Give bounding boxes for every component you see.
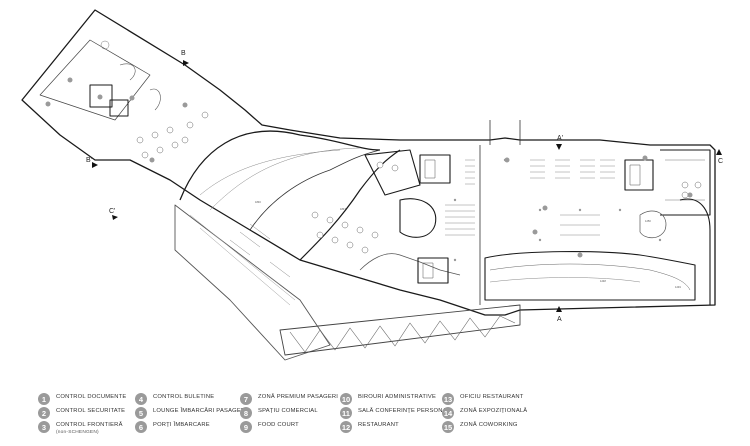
legend-label: CONTROL BULETINE — [153, 394, 215, 400]
legend-number-badge: 1 — [38, 393, 50, 405]
legend-item: 5 LOUNGE ÎMBARCĂRI PASAGERI — [135, 407, 248, 419]
legend-label: ZONĂ EXPOZIȚIONALĂ — [460, 408, 528, 414]
legend-label: CONTROL FRONTIERĂ — [56, 422, 123, 428]
legend-item: 8 SPAȚIU COMERCIAL — [240, 407, 318, 419]
legend-number-badge: 13 — [442, 393, 454, 405]
section-mark-c-left: C' — [109, 208, 115, 215]
legend-number-badge: 6 — [135, 421, 147, 433]
legend-label: CONTROL DOCUMENTE — [56, 394, 127, 400]
legend-label: OFICIU RESTAURANT — [460, 394, 524, 400]
legend-label: SPAȚIU COMERCIAL — [258, 408, 318, 414]
floor-plan: 1846 1847 1248 1249 1250 B B' A' A C C' — [21, 9, 723, 361]
legend-number-badge: 8 — [240, 407, 252, 419]
legend-item: 7 ZONĂ PREMIUM PASAGERI — [240, 393, 339, 405]
pedestrian-bridge — [279, 304, 521, 356]
legend-item: 9 FOOD COURT — [240, 421, 299, 433]
legend-label: PORȚI ÎMBARCARE — [153, 422, 210, 428]
svg-text:1846: 1846 — [255, 200, 261, 204]
section-arrow-icon — [183, 60, 189, 66]
legend-label: SALĂ CONFERINȚE PERSONAL — [358, 408, 451, 414]
section-arrow-icon — [716, 149, 722, 155]
section-mark-a-bottom: A — [557, 316, 562, 323]
svg-text:1248: 1248 — [600, 279, 606, 283]
legend-item: 10 BIROURI ADMINISTRATIVE — [340, 393, 437, 405]
legend-item: 6 PORȚI ÎMBARCARE — [135, 421, 210, 433]
legend-number-badge: 14 — [442, 407, 454, 419]
legend-number-badge: 3 — [38, 421, 50, 433]
legend-item: 4 CONTROL BULETINE — [135, 393, 215, 405]
legend: 1 CONTROL DOCUMENTE 2 CONTROL SECURITATE… — [0, 386, 750, 446]
svg-text:1250: 1250 — [645, 219, 651, 223]
legend-item: 14 ZONĂ EXPOZIȚIONALĂ — [442, 407, 528, 419]
legend-item: 2 CONTROL SECURITATE — [38, 407, 126, 419]
legend-number-badge: 12 — [340, 421, 352, 433]
central-hall-shell — [179, 130, 381, 201]
legend-label: CONTROL SECURITATE — [56, 408, 126, 414]
legend-label: ZONĂ PREMIUM PASAGERI — [258, 394, 339, 400]
section-mark-b-left: B' — [86, 157, 92, 164]
section-mark-a-top: A' — [557, 135, 563, 142]
legend-number-badge: 9 — [240, 421, 252, 433]
legend-item: 15 ZONĂ COWORKING — [442, 421, 518, 433]
svg-text:1249: 1249 — [675, 285, 681, 289]
legend-item: 1 CONTROL DOCUMENTE — [38, 393, 127, 405]
legend-number-badge: 5 — [135, 407, 147, 419]
legend-label: LOUNGE ÎMBARCĂRI PASAGERI — [153, 408, 248, 414]
legend-number-badge: 7 — [240, 393, 252, 405]
legend-label: RESTAURANT — [358, 422, 399, 428]
section-arrow-icon — [556, 306, 562, 312]
section-arrow-icon — [112, 215, 118, 220]
legend-item: 12 RESTAURANT — [340, 421, 399, 433]
legend-item: 13 OFICIU RESTAURANT — [442, 393, 524, 405]
section-mark-b-top: B — [181, 50, 186, 57]
section-arrow-icon — [92, 162, 98, 168]
legend-label: FOOD COURT — [258, 422, 299, 428]
legend-number-badge: 15 — [442, 421, 454, 433]
svg-text:1847: 1847 — [340, 207, 346, 211]
section-arrow-icon — [556, 144, 562, 150]
plan-number-badges — [45, 77, 693, 258]
legend-item: 11 SALĂ CONFERINȚE PERSONAL — [340, 407, 451, 419]
legend-label: ZONĂ COWORKING — [460, 422, 518, 428]
legend-sublabel: (non-SCHENGEN) — [56, 430, 99, 435]
legend-number-badge: 2 — [38, 407, 50, 419]
legend-number-badge: 4 — [135, 393, 147, 405]
section-mark-c-right: C — [718, 158, 723, 165]
legend-item: 3 CONTROL FRONTIERĂ (non-SCHENGEN) — [38, 421, 123, 436]
legend-number-badge: 11 — [340, 407, 352, 419]
building-outline-west-wing — [21, 9, 716, 316]
boarding-wing — [174, 204, 331, 361]
legend-number-badge: 10 — [340, 393, 352, 405]
legend-label: BIROURI ADMINISTRATIVE — [358, 394, 437, 400]
